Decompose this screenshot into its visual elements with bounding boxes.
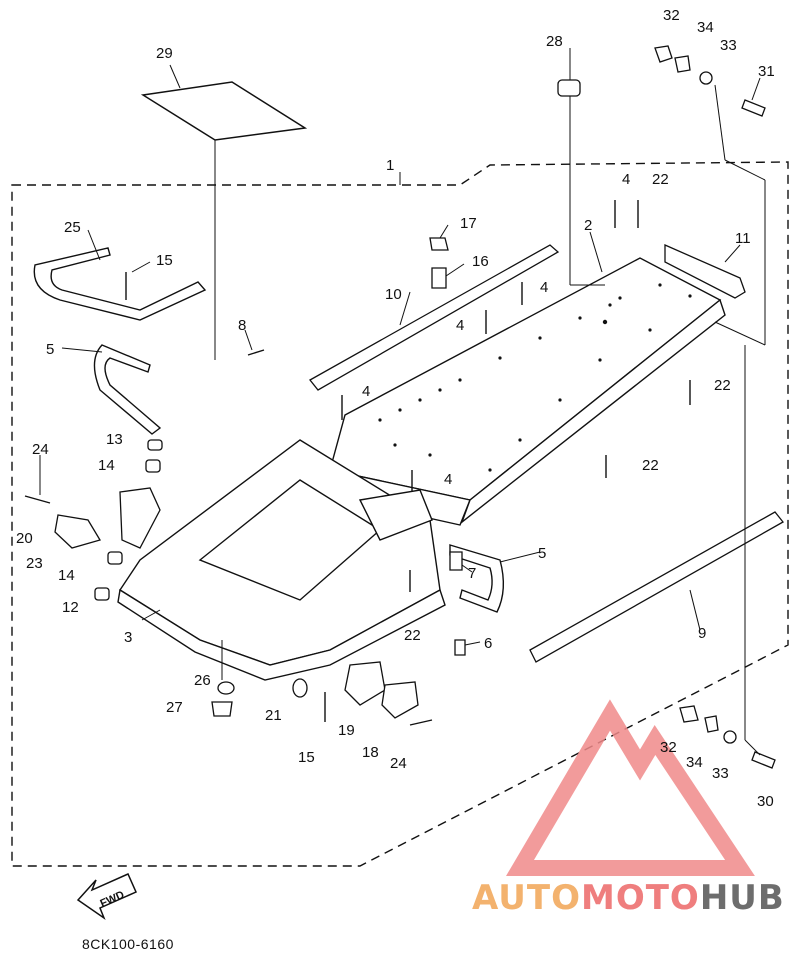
callout-30: 30 xyxy=(757,793,774,810)
callout-29: 29 xyxy=(156,45,173,62)
seat-pad xyxy=(140,81,308,141)
callout-2: 2 xyxy=(584,217,592,234)
callout-1: 1 xyxy=(386,157,394,174)
bracket-11 xyxy=(664,244,746,299)
small-parts xyxy=(54,45,776,769)
watermark-auto: AUTO xyxy=(472,878,581,918)
callout-18: 18 xyxy=(362,744,379,761)
callout-7: 7 xyxy=(468,565,476,582)
callout-14: 14 xyxy=(58,567,75,584)
callout-4: 4 xyxy=(444,471,452,488)
callout-15: 15 xyxy=(298,749,315,766)
callout-26: 26 xyxy=(194,672,211,689)
callout-33: 33 xyxy=(720,37,737,54)
callout-27: 27 xyxy=(166,699,183,716)
callout-22: 22 xyxy=(714,377,731,394)
callout-10: 10 xyxy=(385,286,402,303)
leader-lines xyxy=(39,48,766,756)
callout-6: 6 xyxy=(484,635,492,652)
callout-4: 4 xyxy=(362,383,370,400)
callout-23: 23 xyxy=(26,555,43,572)
callout-28: 28 xyxy=(546,33,563,50)
rail-10 xyxy=(309,244,560,391)
fwd-arrow: FWD xyxy=(76,873,137,921)
callout-33: 33 xyxy=(712,765,729,782)
handle-5-left xyxy=(93,344,162,435)
tunnel-rivets xyxy=(378,283,692,472)
watermark-hub: HUB xyxy=(699,878,785,918)
callout-25: 25 xyxy=(64,219,81,236)
callout-4: 4 xyxy=(456,317,464,334)
callout-9: 9 xyxy=(698,625,706,642)
bolts xyxy=(24,200,691,726)
rail-9 xyxy=(529,511,784,663)
callout-22: 22 xyxy=(404,627,421,644)
callout-5: 5 xyxy=(46,341,54,358)
callout-22: 22 xyxy=(652,171,669,188)
handle-5-right xyxy=(449,544,505,613)
watermark-moto: MOTO xyxy=(580,878,700,918)
callout-11: 11 xyxy=(735,230,751,247)
callout-13: 13 xyxy=(106,431,123,448)
callout-32: 32 xyxy=(663,7,680,24)
callout-31: 31 xyxy=(758,63,775,80)
callout-3: 3 xyxy=(124,629,132,646)
front-frame xyxy=(117,439,446,681)
callout-34: 34 xyxy=(697,19,714,36)
callout-4: 4 xyxy=(622,171,630,188)
callout-16: 16 xyxy=(472,253,489,270)
handle-25 xyxy=(33,247,207,321)
automotohub-watermark: AUTOMOTOHUB xyxy=(472,878,785,918)
callout-19: 19 xyxy=(338,722,355,739)
callout-34: 34 xyxy=(686,754,703,771)
callout-32: 32 xyxy=(660,739,677,756)
assembly-boundary xyxy=(11,161,789,867)
callout-20: 20 xyxy=(16,530,33,547)
callout-14: 14 xyxy=(98,457,115,474)
callout-12: 12 xyxy=(62,599,79,616)
callout-8: 8 xyxy=(238,317,246,334)
diagram-code: 8CK100-6160 xyxy=(82,936,174,952)
callout-labels: 1 2 3 4 4 4 4 4 5 5 6 7 8 9 10 11 12 13 … xyxy=(16,7,775,810)
automotohub-logo xyxy=(506,699,755,876)
callout-5: 5 xyxy=(538,545,546,562)
callout-24: 24 xyxy=(32,441,49,458)
callout-24: 24 xyxy=(390,755,407,772)
callout-17: 17 xyxy=(460,215,477,232)
callout-15: 15 xyxy=(156,252,173,269)
callout-21: 21 xyxy=(265,707,282,724)
callout-22: 22 xyxy=(642,457,659,474)
callout-4: 4 xyxy=(540,279,548,296)
